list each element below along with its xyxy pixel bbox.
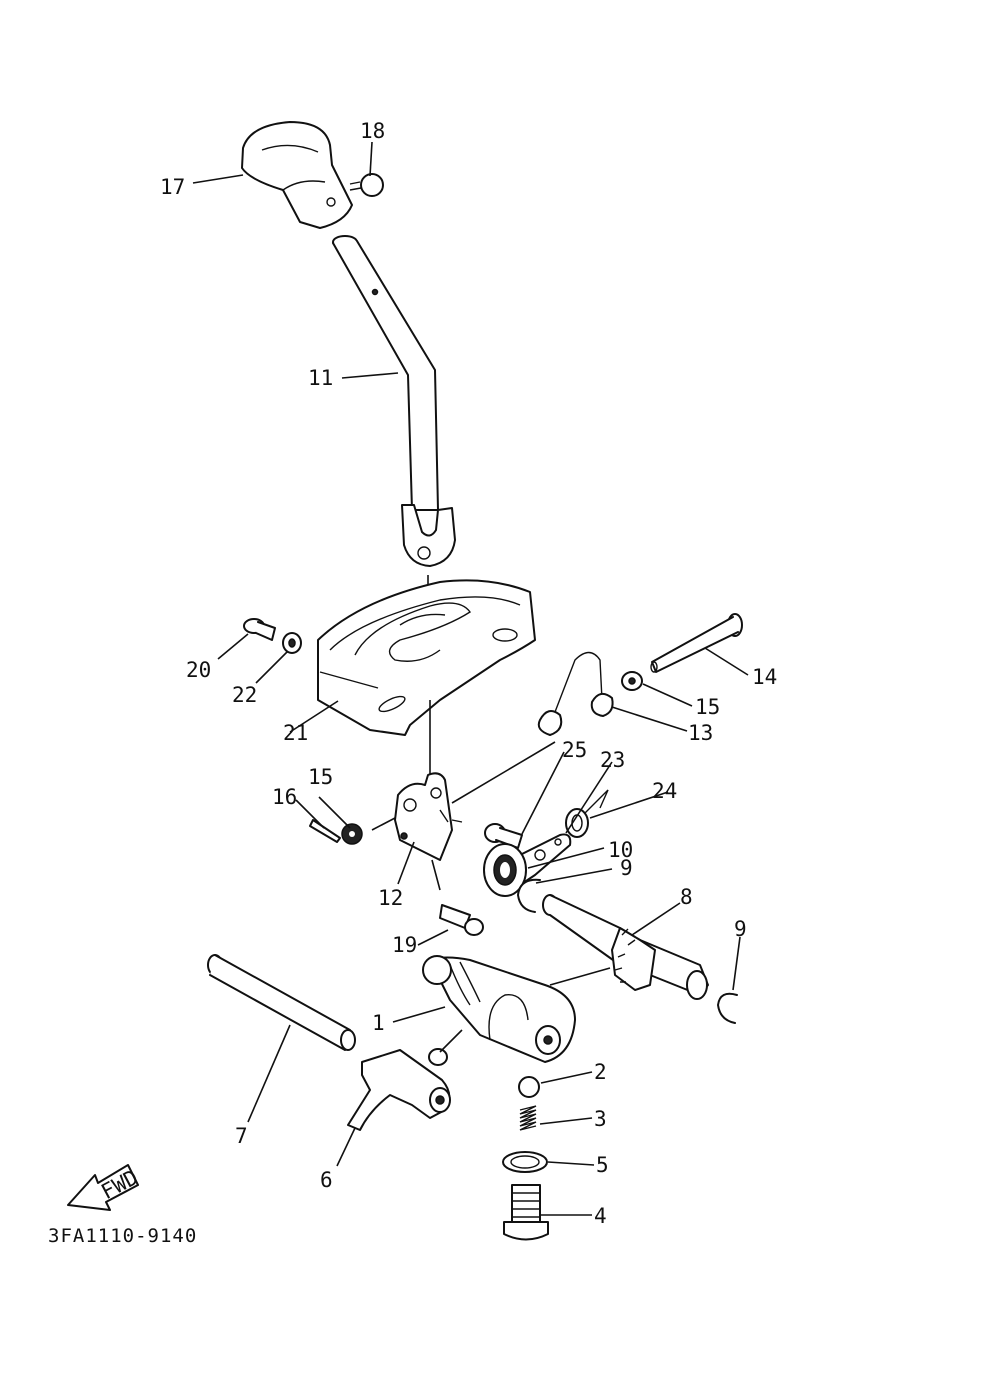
part-9-circlip-upper	[517, 878, 541, 913]
callout-12: 12	[378, 886, 403, 910]
callout-9-upper: 9	[620, 856, 633, 880]
callout-21: 21	[283, 721, 308, 745]
part-4-plug	[503, 1184, 549, 1241]
part-16-cotter-pin	[309, 819, 341, 843]
part-15-washer-left	[341, 823, 363, 845]
callout-18: 18	[360, 119, 385, 143]
part-18-screw	[349, 173, 384, 197]
part-12-lever-bracket	[394, 772, 463, 861]
part-10-oil-seal	[483, 843, 527, 897]
part-13-spring	[537, 651, 614, 736]
part-15-washer-right	[621, 671, 643, 691]
callout-19: 19	[392, 933, 417, 957]
callout-13: 13	[688, 721, 713, 745]
fwd-arrow: FWD	[67, 1164, 142, 1211]
callout-25: 25	[562, 738, 587, 762]
callout-15-left: 15	[308, 765, 333, 789]
callout-24: 24	[652, 779, 677, 803]
drawing-code: 3FA1110-9140	[48, 1225, 197, 1247]
callout-17: 17	[160, 175, 185, 199]
callout-6: 6	[320, 1168, 333, 1192]
callout-22: 22	[232, 683, 257, 707]
part-9-circlip-right	[717, 992, 738, 1024]
part-19-bolt	[439, 904, 484, 936]
part-6-shift-fork	[347, 1048, 451, 1131]
part-7-fork-shaft	[207, 954, 356, 1051]
part-1-shift-drum	[422, 955, 576, 1063]
callout-1: 1	[372, 1011, 385, 1035]
part-8-shift-shaft	[542, 894, 709, 1000]
part-20-bolt	[243, 618, 276, 641]
callout-8: 8	[680, 885, 693, 909]
callout-23: 23	[600, 748, 625, 772]
part-2-ball	[518, 1076, 540, 1098]
callout-7: 7	[235, 1124, 248, 1148]
leader-lines	[192, 141, 749, 1216]
part-21-shift-guide	[317, 579, 536, 736]
callout-3: 3	[594, 1107, 607, 1131]
callout-16: 16	[272, 785, 297, 809]
part-25-bolt	[484, 823, 523, 849]
part-11-shift-rod	[332, 235, 456, 567]
callout-11: 11	[308, 366, 333, 390]
callout-2: 2	[594, 1060, 607, 1084]
callout-20: 20	[186, 658, 211, 682]
part-5-gasket	[502, 1151, 548, 1173]
callout-10: 10	[608, 838, 633, 862]
part-22-washer	[282, 632, 302, 654]
callout-14: 14	[752, 665, 777, 689]
callout-9-right: 9	[734, 917, 747, 941]
callout-5: 5	[596, 1153, 609, 1177]
part-17-knob	[241, 121, 353, 229]
part-14-pin	[650, 613, 743, 673]
callout-15-right: 15	[695, 695, 720, 719]
part-3-spring	[519, 1105, 537, 1131]
callout-4: 4	[594, 1204, 607, 1228]
callout-labels: 1 2 3 4 5 6 7 8 9 9 10 11 12 13 14 15 15…	[160, 119, 777, 1228]
